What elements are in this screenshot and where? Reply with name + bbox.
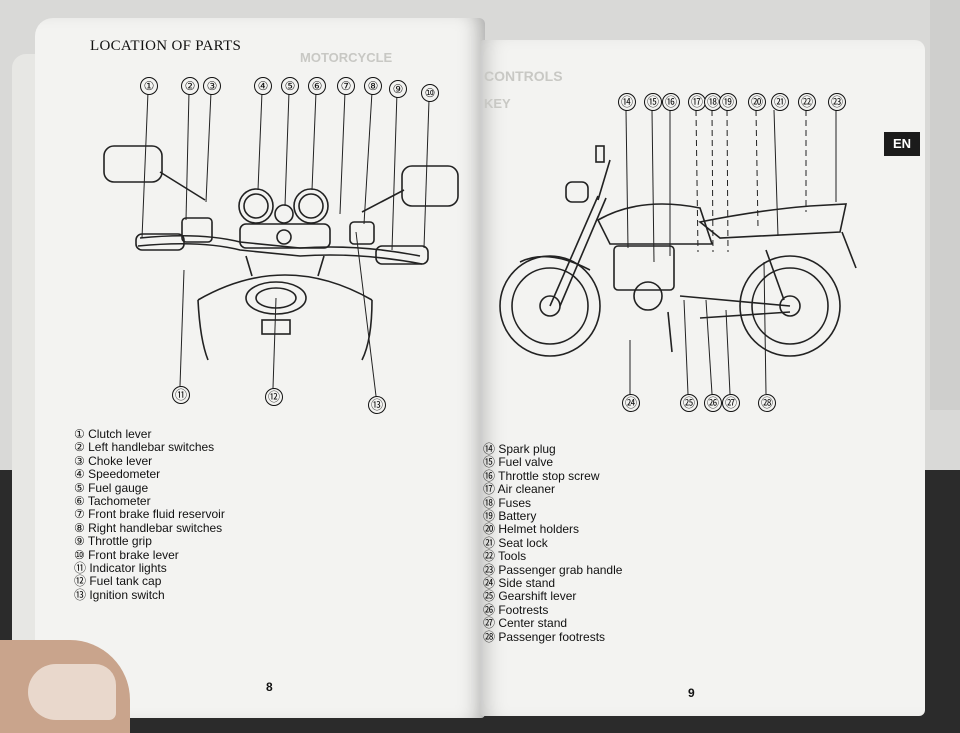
callout-8: ⑧ — [364, 77, 382, 95]
list-item: ㉑ Seat lock — [483, 535, 548, 550]
list-item: ⑬ Ignition switch — [74, 587, 165, 602]
list-item: ③ Choke lever — [74, 453, 153, 468]
callout-15: ⑮ — [644, 93, 662, 111]
background-wall — [930, 0, 960, 410]
callout-22: ㉒ — [798, 93, 816, 111]
page-number-right: 9 — [688, 686, 695, 700]
list-item: ⑭ Spark plug — [483, 442, 556, 456]
callout-2: ② — [181, 77, 199, 95]
callout-11: ⑪ — [172, 386, 190, 404]
list-item: ⑰ Air cleaner — [483, 482, 556, 497]
callout-20: ⑳ — [748, 93, 766, 111]
callout-28: ㉘ — [758, 394, 776, 412]
show-through-text: KEY — [484, 96, 511, 111]
list-item: ⑤ Fuel gauge — [74, 480, 149, 495]
list-item: ⑧ Right handlebar switches — [74, 520, 223, 535]
list-item: ④ Speedometer — [74, 467, 161, 482]
handlebar-diagram — [103, 145, 459, 361]
callout-21: ㉑ — [771, 93, 789, 111]
list-item: ⑨ Throttle grip — [74, 534, 152, 549]
callout-4: ④ — [254, 77, 272, 95]
left-parts-list: ① Clutch lever ② Left handlebar switches… — [74, 427, 225, 602]
list-item: ㉖ Footrests — [483, 602, 549, 617]
list-item: ⑯ Throttle stop screw — [483, 468, 600, 483]
list-item: ② Left handlebar switches — [74, 440, 215, 455]
list-item: ⑱ Fuses — [483, 495, 532, 510]
callout-3: ③ — [203, 77, 221, 95]
callout-12: ⑫ — [265, 388, 283, 406]
list-item: ㉗ Center stand — [483, 616, 568, 631]
list-item: ⑥ Tachometer — [74, 494, 151, 509]
list-item: ① Clutch lever — [74, 427, 152, 441]
callout-24: ㉔ — [622, 394, 640, 412]
callout-1: ① — [140, 77, 158, 95]
list-item: ⑳ Helmet holders — [483, 522, 580, 537]
callout-10: ⑩ — [421, 84, 439, 102]
callout-13: ⑬ — [368, 396, 386, 414]
list-item: ⑲ Battery — [483, 509, 537, 524]
callout-5: ⑤ — [281, 77, 299, 95]
page-number-left: 8 — [266, 680, 273, 694]
list-item: ㉔ Side stand — [483, 576, 556, 591]
show-through-text: CONTROLS — [484, 68, 563, 84]
list-item: ㉕ Gearshift lever — [483, 589, 577, 604]
list-item: ㉘ Passenger footrests — [483, 629, 606, 644]
list-item: ⑦ Front brake fluid reservoir — [74, 507, 225, 522]
callout-7: ⑦ — [337, 77, 355, 95]
page-title: LOCATION OF PARTS — [90, 38, 242, 54]
callout-17: ⑰ — [688, 93, 706, 111]
language-tab: EN — [884, 132, 920, 156]
callout-6: ⑥ — [308, 77, 326, 95]
callout-14: ⑭ — [618, 93, 636, 111]
callout-9: ⑨ — [389, 80, 407, 98]
callout-25: ㉕ — [680, 394, 698, 412]
callout-26: ㉖ — [704, 394, 722, 412]
show-through-text: MOTORCYCLE — [300, 50, 393, 65]
right-page — [480, 40, 925, 716]
list-item: ⑪ Indicator lights — [74, 561, 167, 576]
motorcycle-diagram — [499, 145, 857, 357]
callout-27: ㉗ — [722, 394, 740, 412]
list-item: ⑮ Fuel valve — [483, 455, 554, 470]
thumbnail — [28, 664, 116, 720]
right-parts-list: ⑭ Spark plug ⑮ Fuel valve ⑯ Throttle sto… — [483, 442, 623, 644]
list-item: ⑩ Front brake lever — [74, 547, 179, 562]
list-item: ㉓ Passenger grab handle — [483, 562, 623, 577]
callout-19: ⑲ — [719, 93, 737, 111]
list-item: ⑫ Fuel tank cap — [74, 574, 162, 589]
callout-16: ⑯ — [662, 93, 680, 111]
list-item: ㉒ Tools — [483, 549, 527, 564]
callout-23: ㉓ — [828, 93, 846, 111]
